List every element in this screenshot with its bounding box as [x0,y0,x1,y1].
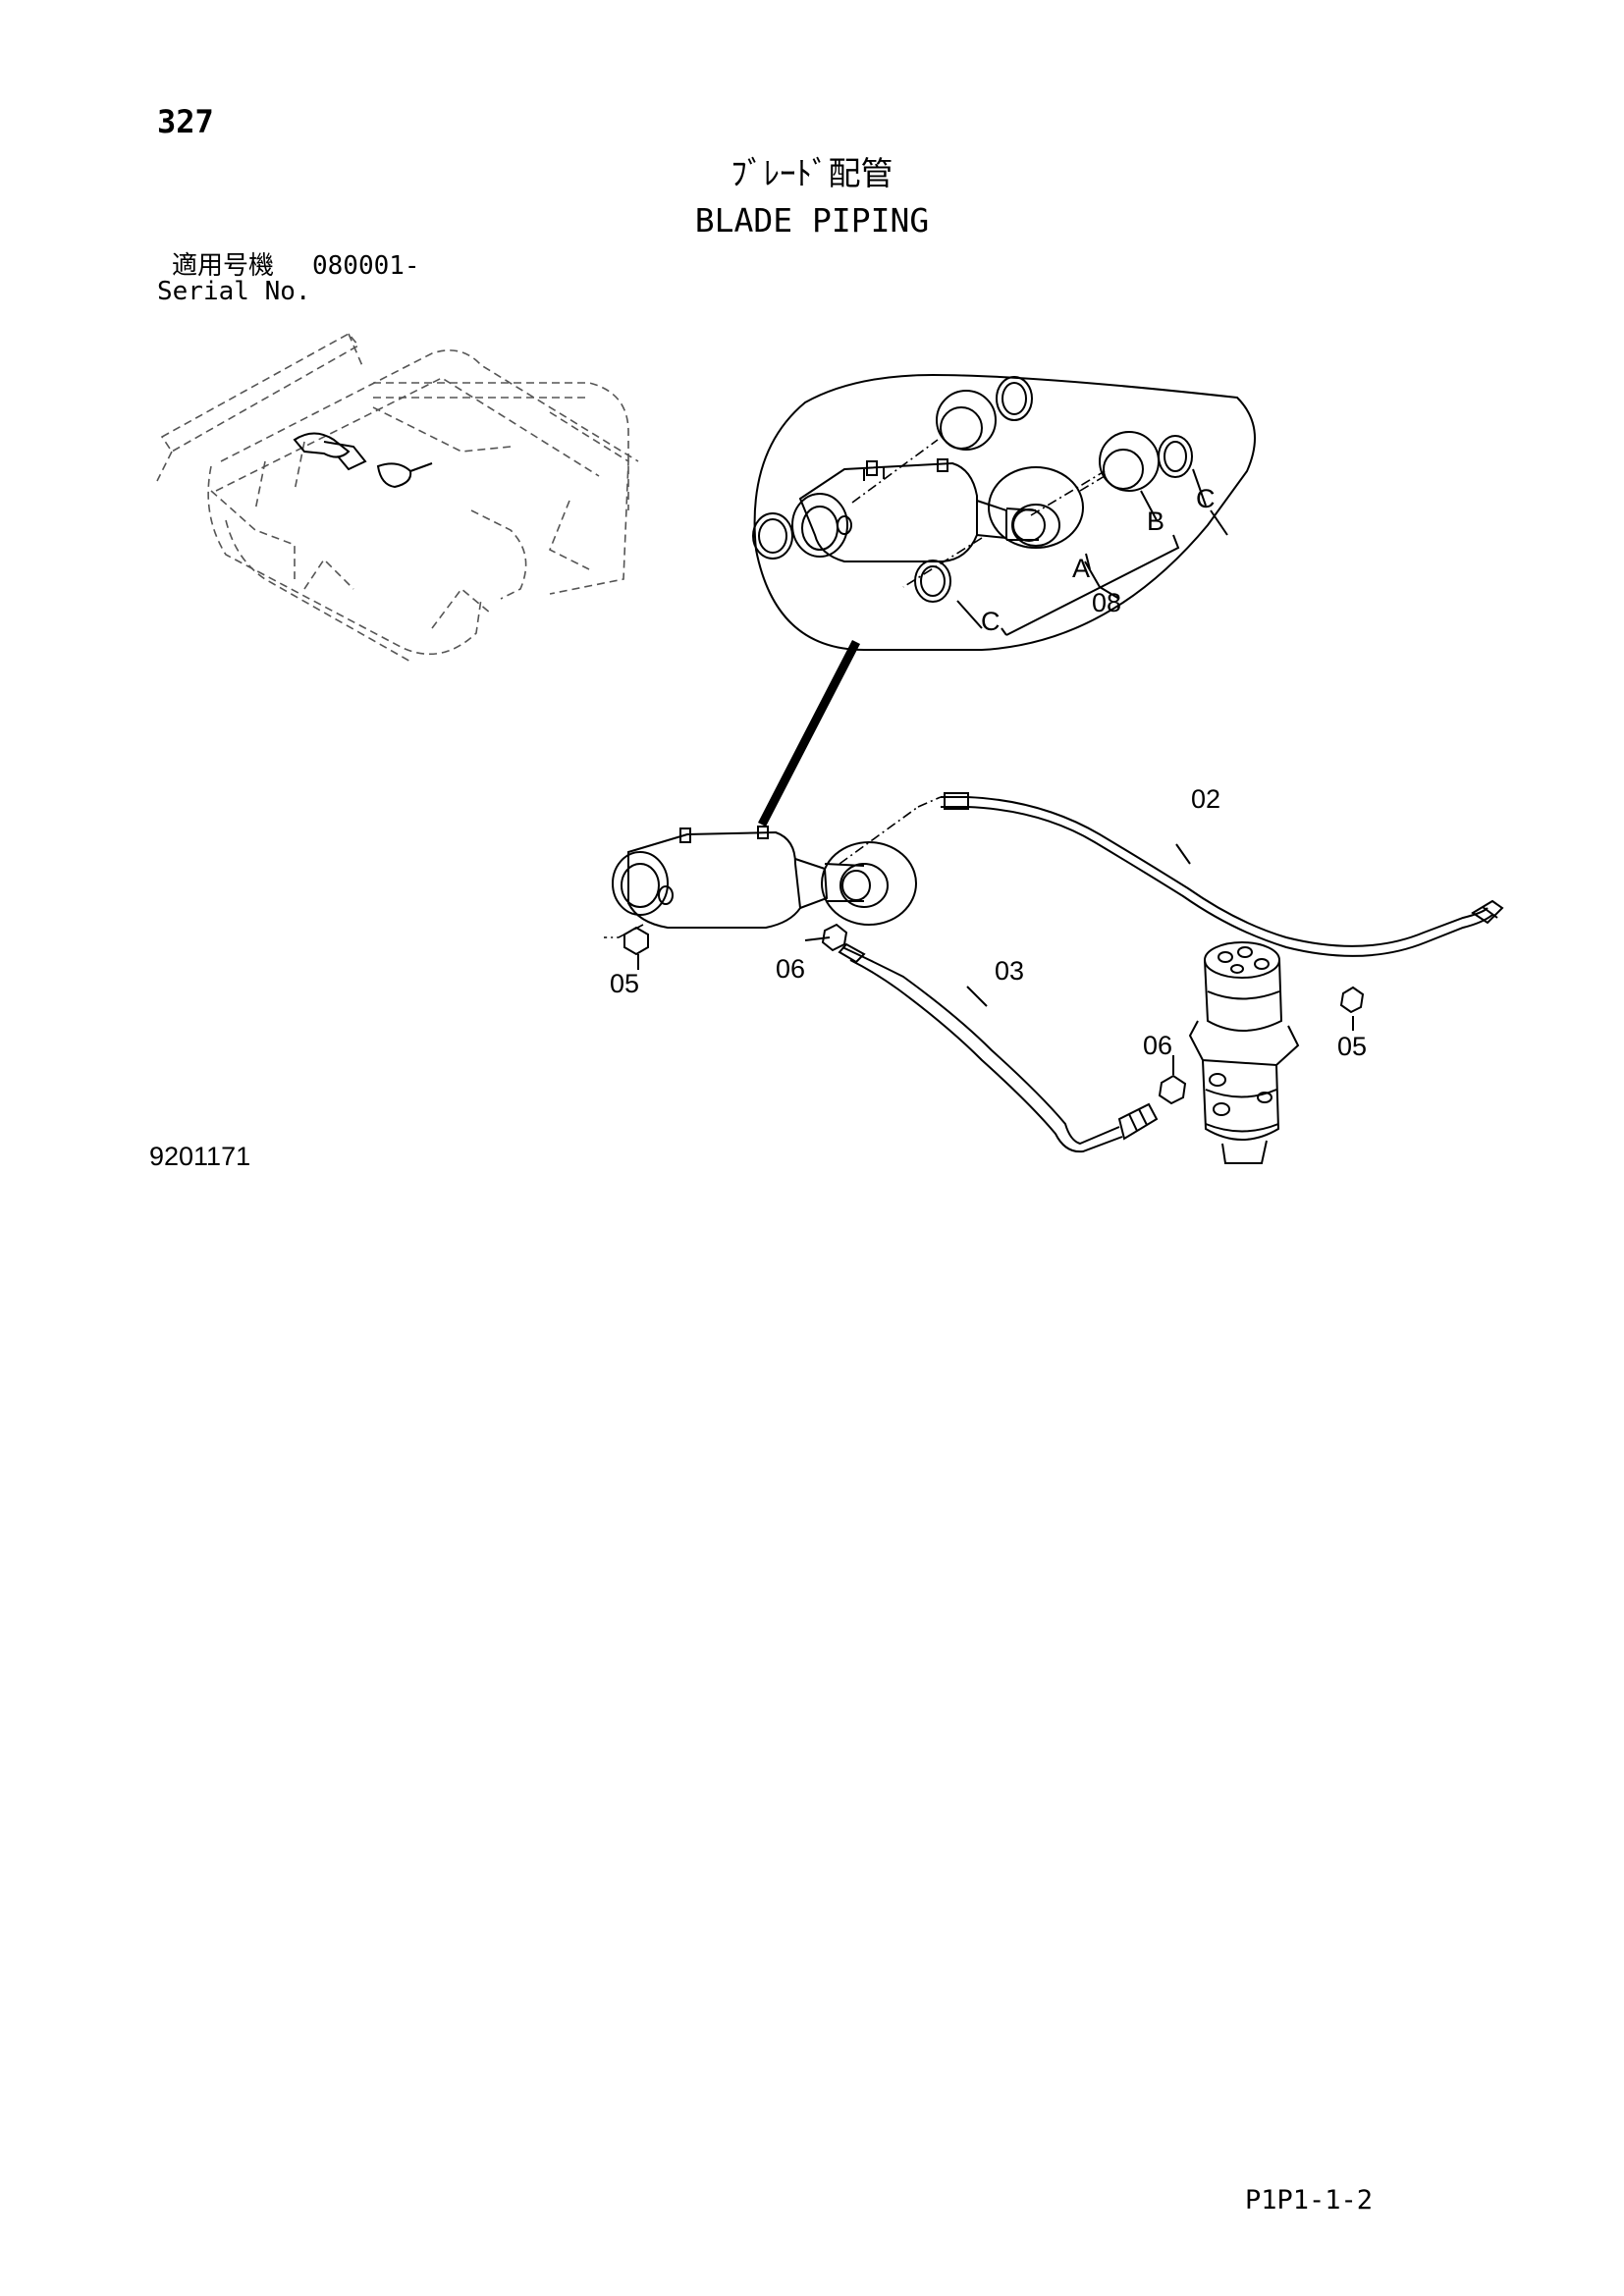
callout-sub-b: B [1147,507,1164,536]
callout-06-right: 06 [1143,1031,1172,1060]
callout-05-left: 05 [610,969,639,998]
callout-sub-a: A [1072,554,1090,583]
o-ring-c-right [1158,435,1193,478]
drawing-number: 9201171 [149,1142,251,1171]
leader-to-detail [758,640,860,827]
callout-05-right: 05 [1337,1032,1367,1061]
fitting-06-right [1158,1074,1187,1105]
callout-03: 03 [995,956,1024,986]
serial-label-english: Serial No. [157,277,311,306]
fitting-05-right [1339,986,1365,1014]
fitting-06-left [821,923,848,952]
serial-label-japanese: 適用号機 [172,251,275,281]
fitting-05-left [623,926,649,956]
hose-03 [838,942,1159,1153]
seal-kit-detail-bubble [752,373,1256,651]
cylinder-head-detail [791,458,1084,562]
blade-cylinder [604,806,919,938]
callout-sub-c-top: C [1196,484,1216,513]
o-ring-c-left [752,512,793,560]
page-code: P1P1-1-2 [1245,2185,1374,2216]
callout-02: 02 [1191,784,1220,814]
o-ring-top [996,376,1033,421]
callout-sub-c-bottom: C [981,607,1001,636]
title-english: BLADE PIPING [694,201,930,240]
o-ring-c-bottom [914,560,951,603]
title-japanese: ﾌﾞﾚｰﾄﾞ配管 [731,154,893,192]
page-number: 327 [157,103,214,140]
wiper-ring-top [936,390,997,451]
hose-02 [917,792,1504,957]
serial-number-value: 080001- [312,251,420,281]
undercarriage-overview-drawing [156,332,639,664]
center-joint [1188,941,1300,1164]
callout-06-left: 06 [776,954,805,984]
callout-08: 08 [1092,588,1121,617]
